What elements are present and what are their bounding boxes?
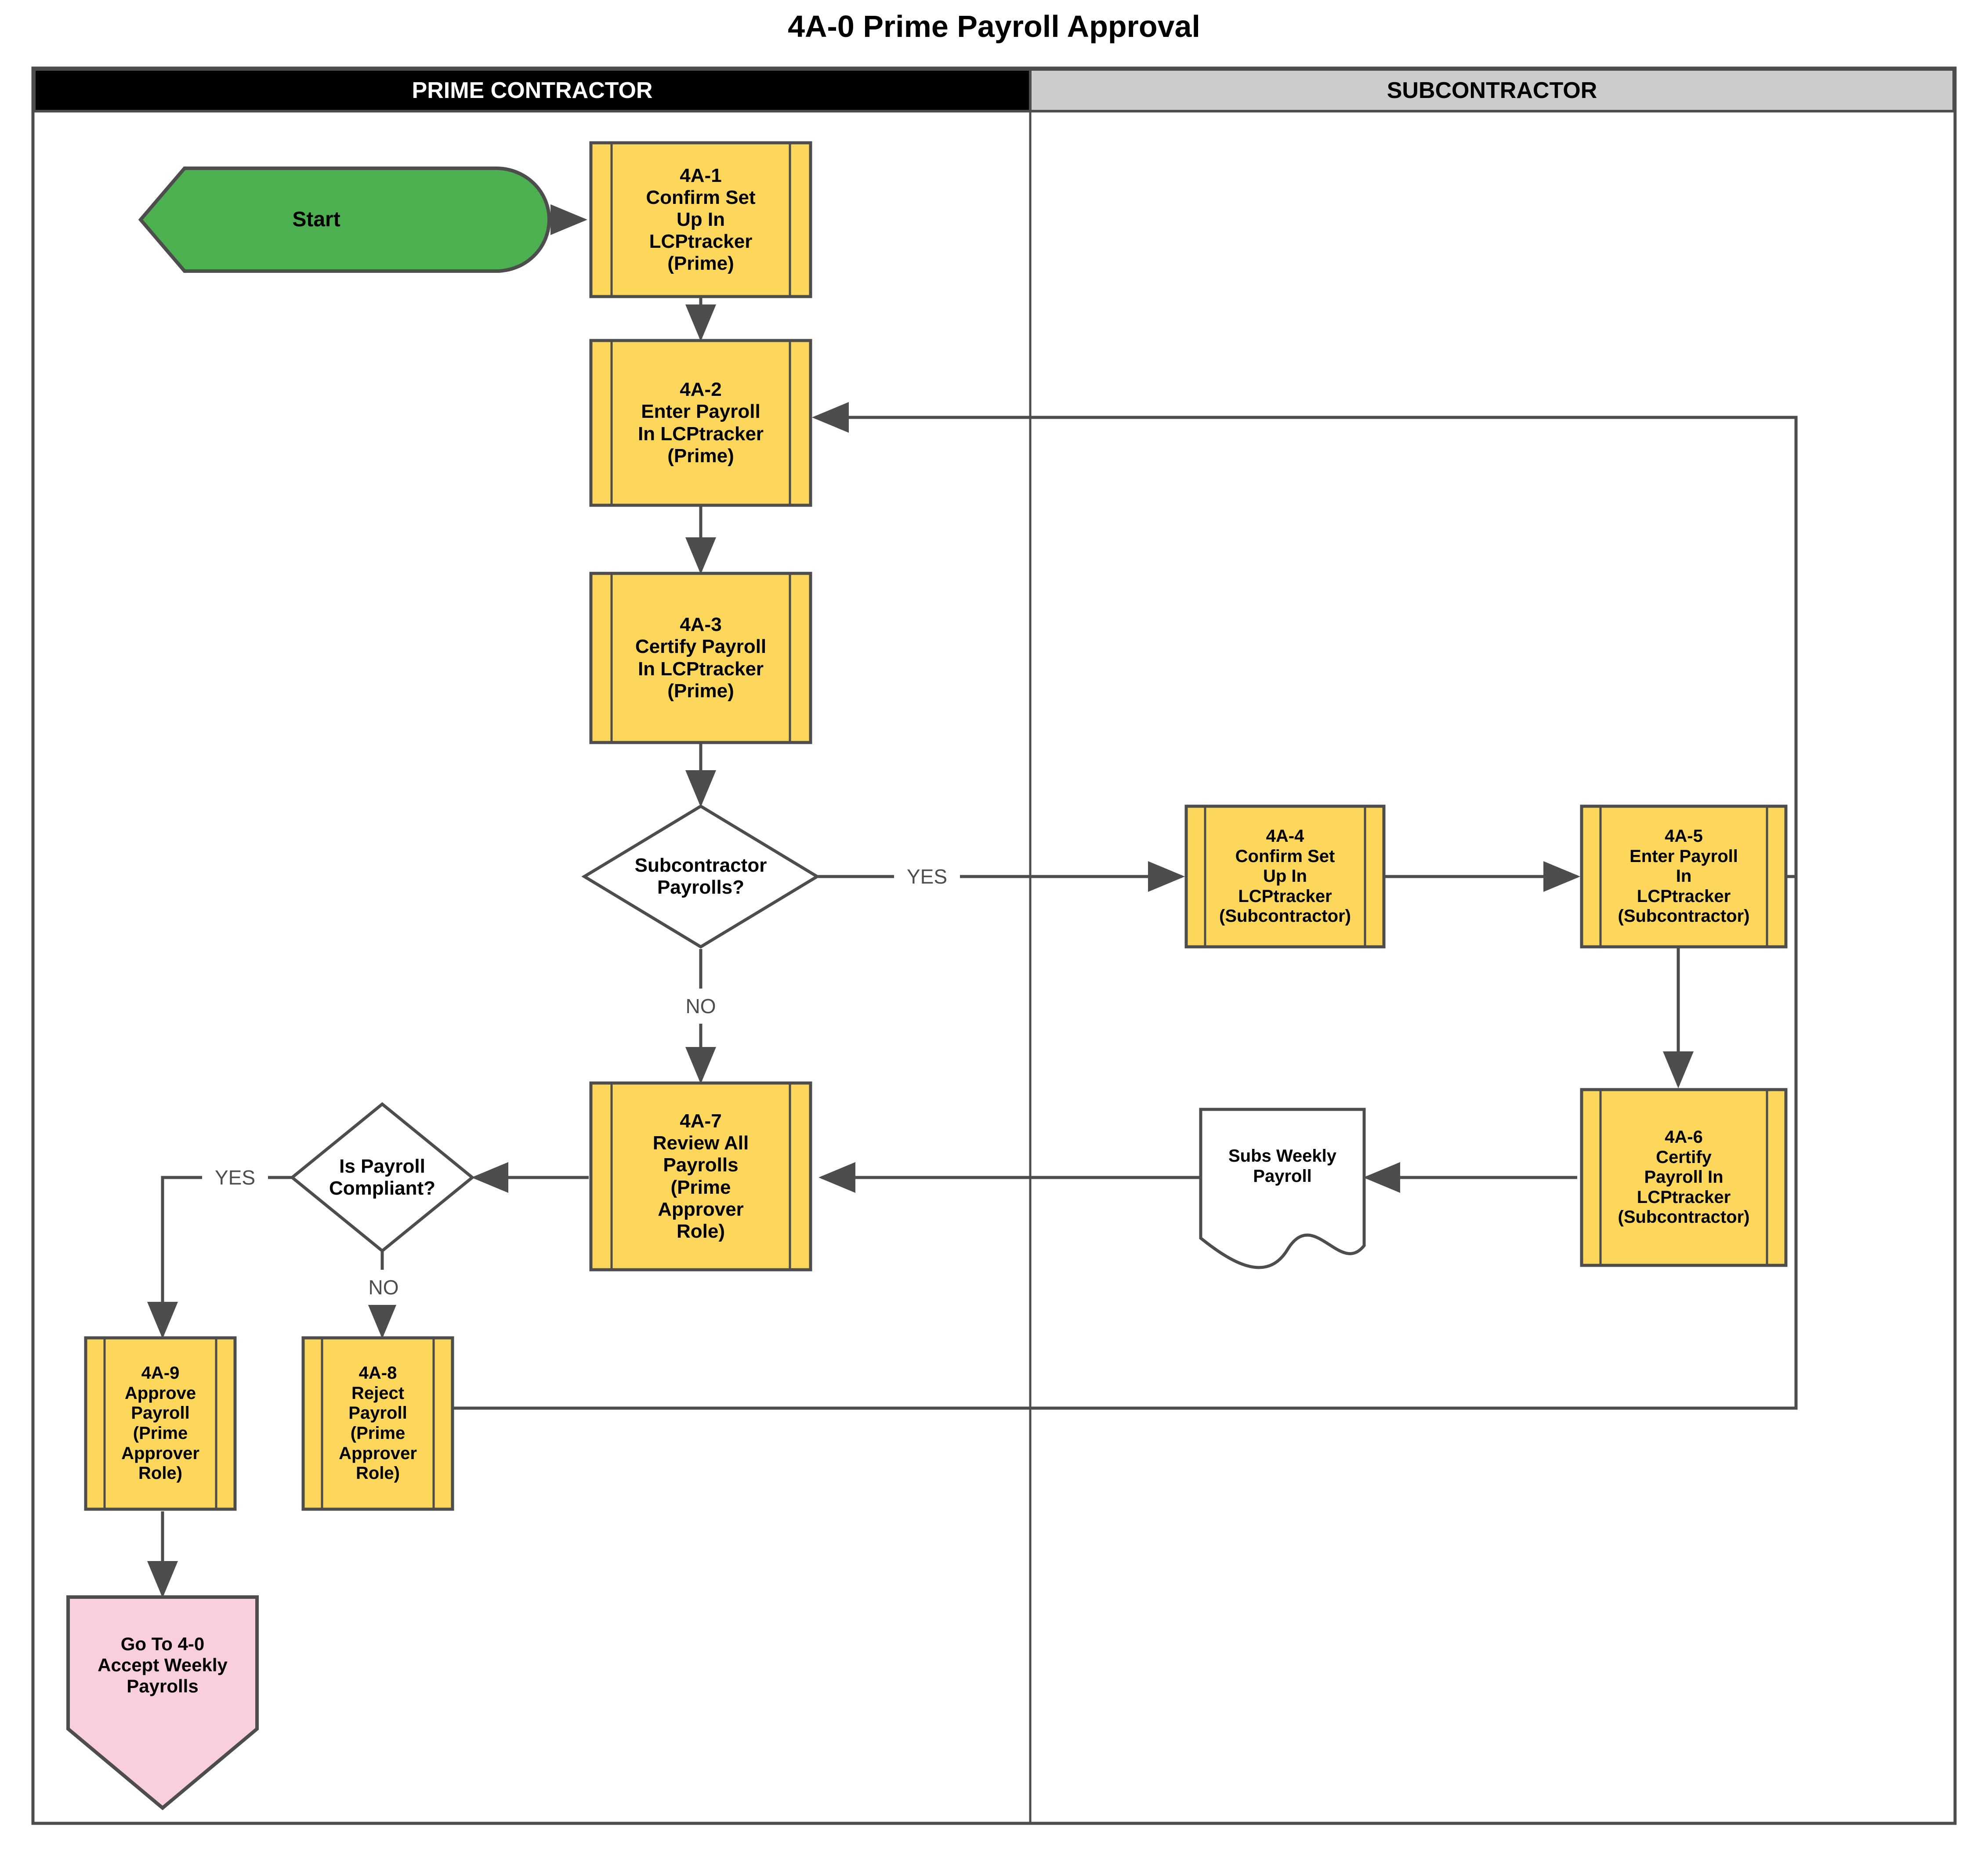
node-4a6-shape [1580, 1088, 1788, 1267]
page-title: 4A-0 Prime Payroll Approval [788, 9, 1200, 43]
lane-label-prime: PRIME CONTRACTOR [412, 77, 653, 103]
node-4a4-shape [1184, 804, 1386, 949]
edge-label-dec2-yes: YES [202, 1160, 268, 1195]
lane-header-prime [33, 68, 1032, 112]
start-node-shape [138, 167, 551, 273]
lane-label-subcontractor: SUBCONTRACTOR [1387, 77, 1597, 103]
terminator-goto-4-0-shape [66, 1595, 259, 1811]
edge-label-dec1-no: NO [672, 989, 729, 1024]
node-4a5-shape [1580, 804, 1788, 949]
node-4a2-shape [589, 339, 812, 507]
node-4a9-shape [84, 1336, 237, 1511]
node-4a3-shape [589, 572, 812, 744]
edge-label-dec2-no: NO [355, 1270, 412, 1305]
lane-header-sub [1029, 68, 1955, 112]
edge-label-dec1-yes: YES [894, 859, 960, 894]
edge-4a8-reject-loop-to-4a2 [453, 402, 1798, 1410]
node-4a7-shape [589, 1081, 812, 1272]
node-4a1-shape [589, 141, 812, 298]
decision-subcontractor-payrolls-shape [581, 804, 820, 949]
document-subs-weekly-payroll-shape [1199, 1108, 1366, 1269]
node-4a8-shape [301, 1336, 454, 1511]
decision-is-payroll-compliant-shape [290, 1102, 475, 1253]
